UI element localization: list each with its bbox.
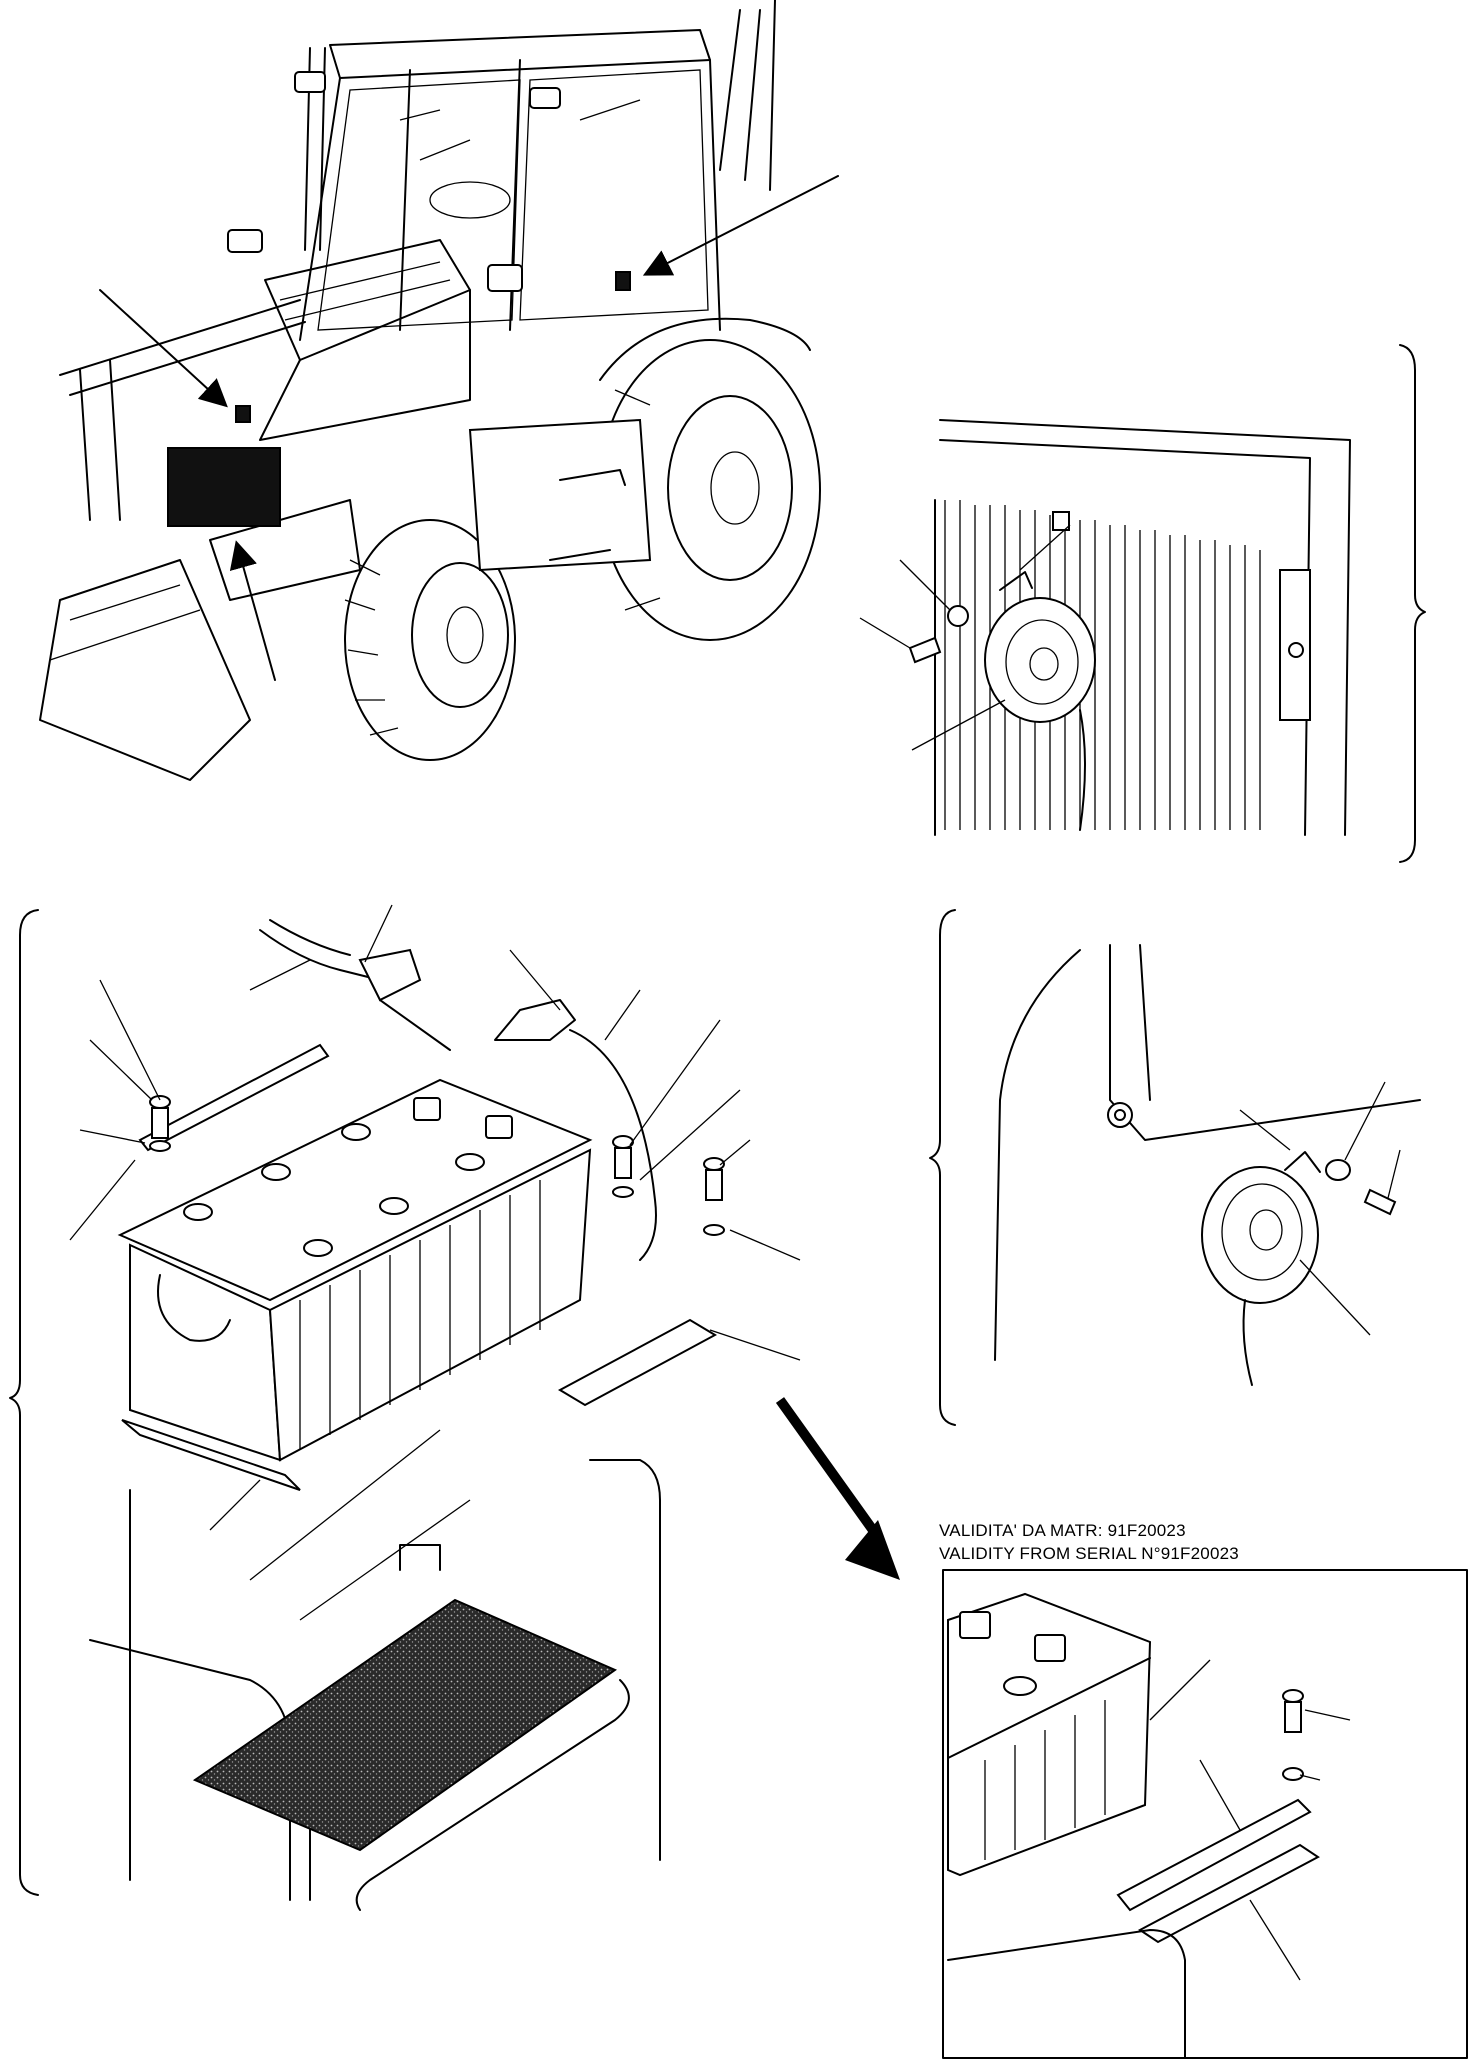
validity-note-italian: VALIDITA' DA MATR: 91F20023: [939, 1521, 1186, 1540]
bracket-middle: [929, 909, 956, 1426]
battery-mat: [192, 1598, 618, 1852]
cab-horn-arrow: [642, 175, 839, 276]
battery-location-marker: [167, 447, 281, 527]
bracket-left: [9, 909, 39, 1896]
detail-frame: [942, 1569, 1468, 2059]
detail-arrow: [775, 1397, 900, 1580]
tractor-overview: [39, 0, 839, 781]
battery-assembly-main: [9, 904, 801, 1911]
horn-location-arrow: [99, 289, 228, 408]
validity-note-english: VALIDITY FROM SERIAL N°91F20023: [939, 1544, 1239, 1563]
horn-detail-upper: [859, 344, 1426, 863]
battery-detail-box: [942, 1569, 1468, 2059]
battery-cap: [183, 1097, 513, 1257]
horn-detail-lower: [929, 909, 1421, 1426]
battery-location-arrow: [229, 540, 276, 681]
bracket-right: [1399, 344, 1426, 863]
